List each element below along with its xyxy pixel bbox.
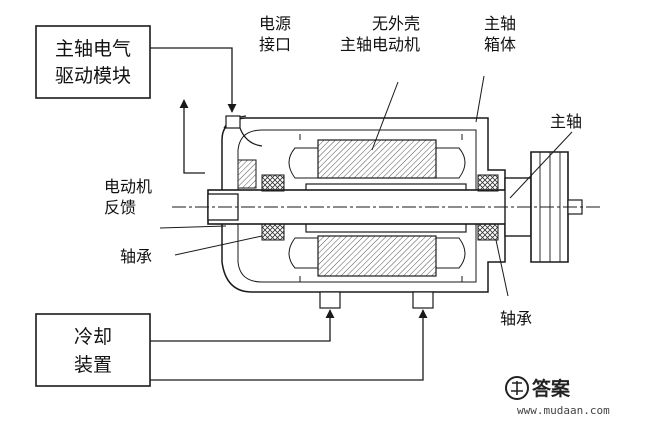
- bearing-left-label: 轴承: [120, 247, 152, 266]
- leader-lines: [159, 75, 573, 297]
- watermark-url: www.mudaan.com: [517, 404, 610, 417]
- feedback-arrow: [179, 99, 205, 174]
- bearing-left-upper: [261, 174, 285, 192]
- watermark: 答案 www.mudaan.com: [505, 376, 610, 417]
- cooling-device-line2: 装置: [74, 354, 112, 376]
- power-interface-line1: 电源: [259, 14, 291, 33]
- drive-module-line1: 主轴电气: [55, 38, 131, 60]
- power-arrow: [150, 47, 237, 113]
- coolant-port-left: [319, 291, 341, 309]
- cooling-device-line1: 冷却: [74, 326, 112, 348]
- connection-lines: [150, 47, 428, 381]
- motor-feedback-line1: 电动机: [104, 177, 152, 196]
- coolant-out-arrow: [150, 309, 428, 381]
- bearing-right-label: 轴承: [500, 309, 532, 328]
- watermark-logo-icon: [505, 376, 529, 400]
- stator-upper: [317, 139, 437, 179]
- bearing-right-upper: [477, 174, 499, 192]
- power-interface-line2: 接口: [259, 35, 291, 54]
- bearing-right-lower: [477, 223, 499, 241]
- motor-assembly: [207, 115, 583, 309]
- power-connector: [225, 115, 241, 129]
- stator-lower: [317, 235, 437, 277]
- spindle-label: 主轴: [550, 112, 582, 131]
- shellless-motor-line1: 无外壳: [372, 14, 420, 33]
- spindle-box-line1: 主轴: [484, 14, 516, 33]
- spindle-box-line2: 箱体: [484, 35, 516, 54]
- drive-module-line2: 驱动模块: [55, 65, 131, 87]
- motor-feedback-line2: 反馈: [104, 198, 136, 217]
- labels: 电源 接口 无外壳 主轴电动机 主轴 箱体 主轴 电动机 反馈 轴承 轴承: [104, 14, 582, 328]
- bearing-left-lower: [261, 223, 285, 241]
- watermark-text: 答案: [532, 377, 571, 400]
- shellless-motor-line2: 主轴电动机: [340, 35, 420, 54]
- cooling-device-box: 冷却 装置: [35, 313, 151, 387]
- coolant-in-arrow: [150, 309, 335, 342]
- coolant-port-right: [412, 291, 434, 309]
- feedback-sensor: [237, 159, 257, 189]
- drive-module-box: 主轴电气 驱动模块: [35, 25, 151, 99]
